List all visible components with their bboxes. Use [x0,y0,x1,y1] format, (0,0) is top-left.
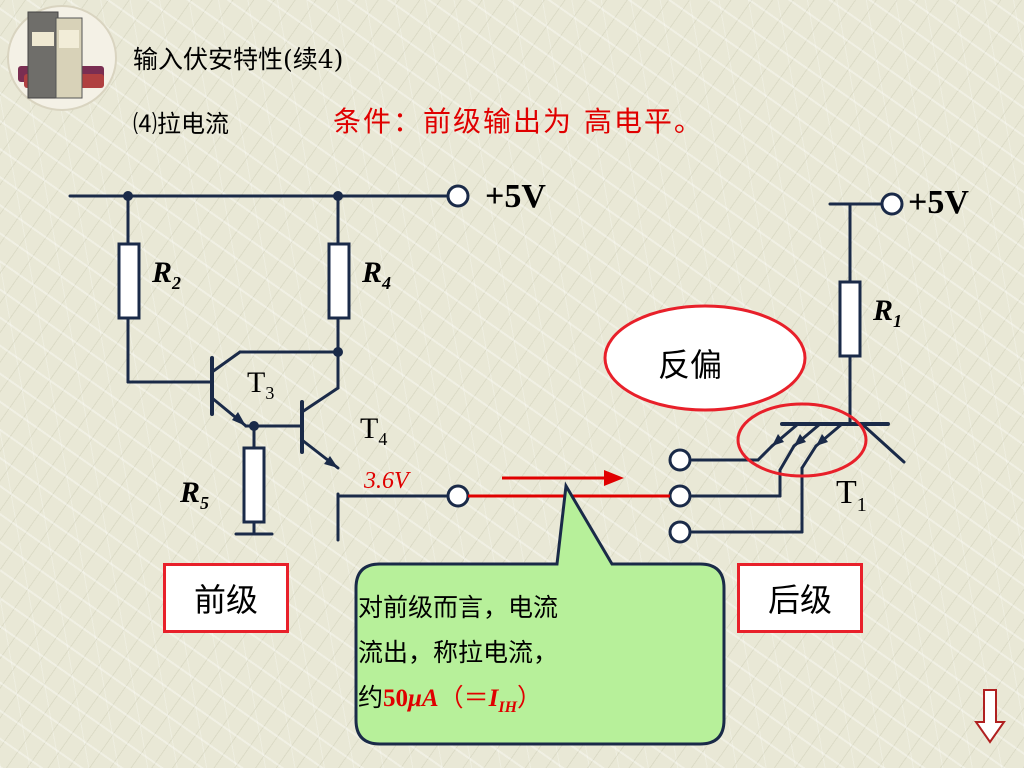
callout-text: 对前级而言，电流 流出，称拉电流， 约50μA（＝IIH） [358,585,718,730]
front-stage-label: 前级 [193,581,258,619]
terminal-output [446,484,470,508]
t4-label: T4 [360,412,388,449]
back-stage-box: 后级 [737,563,863,633]
front-stage-box: 前级 [163,563,289,633]
r2-resistor [117,242,141,320]
terminal-input-b [668,484,692,508]
t3-label: T3 [247,366,275,403]
terminal-input-a [668,448,692,472]
supply-right-label: +5V [908,184,969,221]
t1-label: T1 [836,474,867,516]
supply-left-label: +5V [485,178,546,215]
r2-label: R2 [152,256,182,293]
nav-down-arrow-icon[interactable] [974,688,1006,744]
reverse-bias-label: 反偏 [658,346,723,384]
r5-resistor [242,446,266,524]
callout-line-1: 对前级而言，电流 [358,593,559,622]
r1-resistor [838,280,862,358]
condition-text: 条件：前级输出为 高电平。 [333,105,704,138]
callout-bubble [354,481,726,746]
terminal-input-c [668,520,692,544]
r1-label: R1 [873,294,903,331]
r5-label: R5 [180,476,210,513]
callout-line-3: 约50μA（＝IIH） [358,683,543,716]
voltage-label: 3.6V [364,468,409,494]
emitter-highlight-ellipse [736,402,868,478]
r4-resistor [327,242,351,320]
reverse-bias-ellipse [603,304,807,412]
r4-label: R4 [362,256,392,293]
emitter-arrows [232,412,828,468]
terminal-left-vcc [446,184,470,208]
page-title: 输入伏安特性(续4) [133,45,344,74]
back-stage-label: 后级 [767,581,832,619]
callout-line-2: 流出，称拉电流， [358,638,559,667]
books-logo-icon [7,5,117,111]
terminal-right-vcc [880,192,904,216]
page-subtitle: ⑷拉电流 [133,110,229,138]
